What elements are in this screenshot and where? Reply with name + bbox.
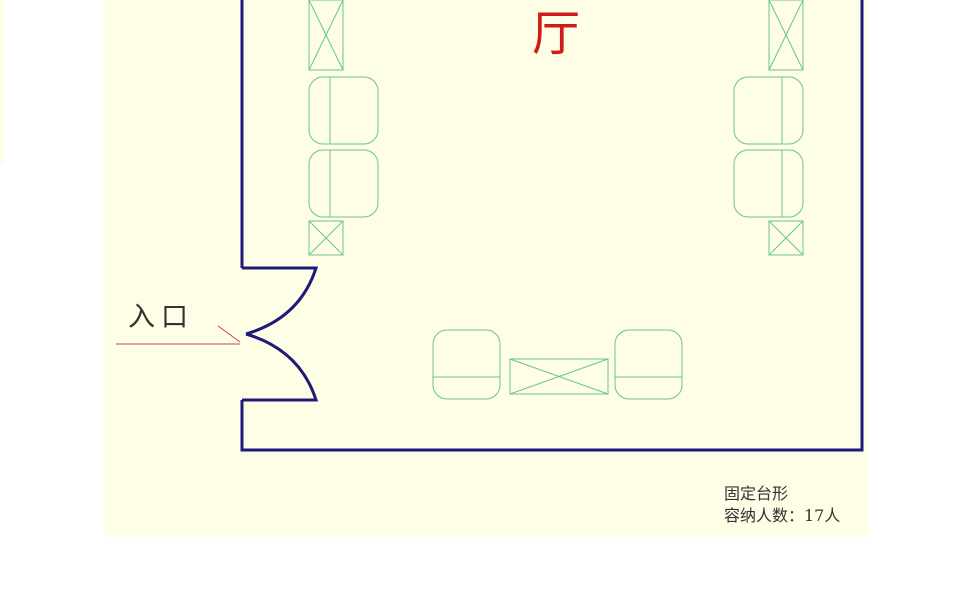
- side-table-cross: [768, 220, 804, 256]
- left-furniture-column: [308, 0, 379, 256]
- door-leaf-bottom: [242, 332, 319, 402]
- entrance-label: 入口: [128, 302, 194, 333]
- armchair-left-2: [308, 149, 379, 218]
- armchair-bottom-right: [614, 329, 683, 400]
- armchair-left-1: [308, 76, 379, 145]
- page-edge-strip: [0, 0, 4, 165]
- door-leaf-top: [242, 266, 319, 336]
- layout-note: 固定台形: [724, 484, 789, 503]
- side-table-cross: [308, 220, 344, 256]
- capacity-note: 容纳人数：17人: [724, 506, 841, 525]
- side-table-left-top: [308, 0, 344, 71]
- arrow-head: [217, 325, 241, 343]
- right-furniture-column: [733, 0, 804, 256]
- room-title: 厅: [532, 6, 581, 62]
- side-table-right-top: [768, 0, 804, 71]
- side-table-cross: [308, 0, 344, 71]
- coffee-table: [509, 358, 609, 395]
- paper-background: [104, 0, 868, 537]
- bottom-furniture-row: [432, 329, 683, 400]
- coffee-table-cross: [509, 358, 609, 395]
- side-table-right-bottom: [768, 220, 804, 256]
- side-table-left-bottom: [308, 220, 344, 256]
- armchair-right-1: [733, 76, 804, 145]
- room-wall: [240, 0, 864, 452]
- armchair-right-2: [733, 149, 804, 218]
- double-door: [242, 266, 319, 402]
- armchair-bottom-left: [432, 329, 501, 400]
- capacity-notes: 固定台形 容纳人数：17人: [724, 483, 840, 527]
- side-table-cross: [768, 0, 804, 71]
- entrance-arrow: [116, 325, 241, 345]
